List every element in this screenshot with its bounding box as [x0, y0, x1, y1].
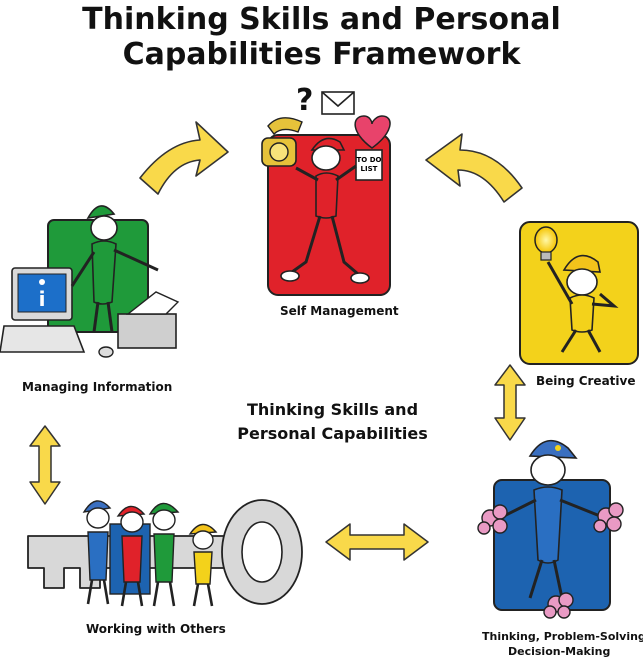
pompom-bottom-icon — [543, 592, 574, 619]
heart-icon — [354, 115, 391, 149]
keyboard-icon — [0, 325, 86, 353]
svg-text:TO DO: TO DO — [357, 156, 382, 164]
self-management-label: Self Management — [280, 304, 399, 318]
pompom-left-icon — [477, 504, 508, 535]
managing-information-illustration: i — [0, 205, 180, 358]
todo-list-icon: TO DO LIST — [355, 149, 383, 181]
managing-information-figure — [70, 205, 159, 333]
team-figure-green — [148, 502, 180, 607]
envelope-icon — [321, 91, 355, 115]
team-figure-red — [116, 505, 146, 607]
being-creative-figure — [546, 254, 619, 353]
curved-arrow-right — [425, 133, 523, 203]
thinking-illustration — [477, 439, 624, 619]
team-figure-blue — [82, 500, 112, 605]
mouse-icon — [98, 346, 114, 358]
svg-text:i: i — [39, 287, 46, 311]
double-arrow-horizontal — [325, 523, 429, 561]
being-creative-label: Being Creative — [536, 374, 636, 388]
title-line-2: Capabilities Framework — [122, 37, 521, 72]
self-management-illustration: ? TO DO LIST — [261, 83, 391, 296]
center-label: Thinking Skills and Personal Capabilitie… — [220, 398, 445, 446]
thinking-figure — [495, 439, 601, 599]
working-with-others-illustration — [27, 499, 303, 607]
self-management-figure — [280, 137, 370, 284]
center-label-line-2: Personal Capabilities — [237, 424, 428, 443]
thinking-label-line-2: Decision-Making — [508, 645, 611, 658]
being-creative-illustration — [519, 221, 639, 365]
team-figure-yellow — [188, 523, 218, 607]
double-arrow-right-vertical — [494, 364, 526, 441]
page-title: Thinking Skills and Personal Capabilitie… — [0, 2, 643, 72]
pompom-right-icon — [593, 502, 624, 533]
double-arrow-left-vertical — [29, 425, 61, 505]
question-mark-icon: ? — [296, 83, 313, 118]
computer-monitor-icon: i — [11, 267, 73, 321]
telephone-icon — [261, 117, 303, 167]
curved-arrow-left — [139, 121, 229, 195]
lightbulb-icon — [534, 226, 558, 261]
thinking-label-line-1: Thinking, Problem-Solving, — [482, 630, 643, 643]
center-label-line-1: Thinking Skills and — [246, 400, 419, 419]
printer-icon — [117, 291, 180, 349]
managing-information-label: Managing Information — [22, 380, 173, 394]
working-with-others-label: Working with Others — [86, 622, 226, 636]
svg-text:LIST: LIST — [361, 165, 378, 173]
title-line-1: Thinking Skills and Personal — [82, 2, 561, 37]
